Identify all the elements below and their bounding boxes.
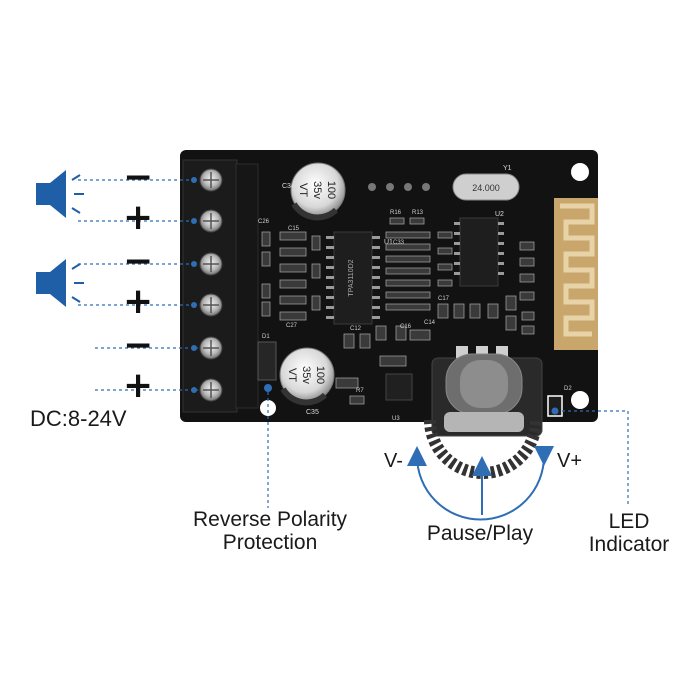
svg-text:C16: C16	[400, 324, 412, 330]
svg-text:Y1: Y1	[503, 165, 512, 172]
svg-text:35v: 35v	[300, 366, 312, 384]
svg-text:C33: C33	[393, 240, 405, 246]
smd-components: C26 C15 C27 R16 R13 C33 C17 C12 C14 C16 …	[257, 210, 572, 422]
svg-text:R7: R7	[356, 388, 364, 394]
reverse-polarity-guide	[264, 384, 272, 508]
terminal-sign-plus: +	[123, 281, 154, 322]
svg-text:C12: C12	[350, 326, 362, 332]
bluetooth-chip: U2	[454, 211, 504, 287]
svg-text:35v: 35v	[311, 181, 323, 199]
speaker-icon	[36, 170, 84, 218]
mounting-hole	[571, 391, 589, 409]
led-guide	[562, 410, 629, 506]
indicator-label: Indicator	[588, 533, 670, 556]
mounting-hole	[571, 163, 589, 181]
supply-voltage-label: DC:8-24V	[30, 406, 127, 431]
volume-down-label: V-	[384, 450, 403, 472]
led-indicator	[547, 395, 563, 417]
crystal-oscillator: 24.000 Y1	[452, 165, 520, 201]
svg-text:C26: C26	[258, 219, 270, 225]
terminal-sign-minus: −	[123, 157, 154, 198]
terminal-sign-minus: −	[123, 241, 154, 282]
svg-text:U1: U1	[384, 239, 393, 246]
svg-text:24.000: 24.000	[472, 183, 500, 193]
svg-text:C14: C14	[424, 320, 436, 326]
terminal-sign-plus: +	[123, 365, 154, 406]
svg-text:C34: C34	[282, 183, 295, 190]
terminal-sign-plus: +	[123, 197, 154, 238]
svg-text:VT: VT	[286, 368, 298, 382]
svg-text:C15: C15	[288, 226, 300, 232]
svg-text:VT: VT	[297, 183, 309, 197]
bluetooth-antenna	[554, 198, 598, 350]
control-arrows	[407, 445, 555, 521]
svg-text:C35: C35	[306, 409, 319, 416]
indicator-pads	[368, 183, 430, 191]
svg-text:U3: U3	[392, 416, 400, 422]
speaker-icon	[36, 259, 84, 307]
svg-text:R16: R16	[390, 210, 402, 216]
terminal-dots	[191, 177, 197, 393]
svg-text:100: 100	[325, 181, 337, 199]
led-label: LED	[608, 510, 650, 533]
terminal-sign-minus: −	[123, 325, 154, 366]
reverse-polarity-label: Reverse Polarity	[192, 508, 348, 531]
terminal-screws	[199, 168, 223, 402]
amplifier-chip: TPA3110D2 U1	[326, 231, 393, 325]
svg-text:D1: D1	[262, 334, 270, 340]
svg-text:TPA3110D2: TPA3110D2	[348, 259, 355, 296]
svg-text:U2: U2	[495, 211, 504, 218]
protection-label: Protection	[222, 531, 318, 554]
volume-up-label: V+	[557, 450, 583, 472]
svg-text:C27: C27	[286, 323, 298, 329]
capacitor-bottom: 100 35v VT C35	[279, 347, 335, 416]
capacitor-top: 100 35v VT C34	[282, 162, 346, 221]
svg-text:C17: C17	[438, 296, 450, 302]
terminal-guide-lines	[78, 179, 198, 391]
pause-play-label: Pause/Play	[426, 522, 534, 545]
svg-text:D2: D2	[564, 386, 572, 392]
svg-text:R13: R13	[412, 210, 424, 216]
rotary-encoder[interactable]	[424, 346, 543, 479]
svg-text:100: 100	[314, 366, 326, 384]
terminal-block	[182, 159, 259, 413]
mounting-hole	[260, 400, 276, 416]
